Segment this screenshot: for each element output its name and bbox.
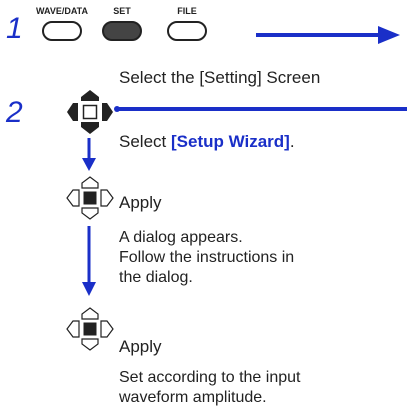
file-key-label: FILE — [177, 6, 197, 16]
cursor-keys-icon[interactable] — [66, 88, 114, 136]
wave-data-key[interactable] — [42, 21, 82, 41]
setup-wizard-highlight: [Setup Wizard] — [170, 132, 290, 151]
enter-key-icon[interactable] — [66, 175, 114, 221]
apply2-note-line-1: Set according to the input — [119, 369, 301, 386]
set-key-label: SET — [113, 6, 131, 16]
step-number-2: 2 — [6, 96, 23, 129]
file-key[interactable] — [167, 21, 207, 41]
apply1-note-line-3: the dialog. — [119, 269, 193, 286]
step1-instruction: Select the [Setting] Screen — [119, 68, 321, 87]
arrow-down-icon — [82, 138, 96, 171]
step2-pointer-line — [114, 106, 407, 112]
step2-instruction: Select [Setup Wizard]. — [119, 132, 295, 151]
arrow-down-icon — [82, 226, 96, 296]
set-key[interactable] — [102, 21, 142, 41]
apply-label-1: Apply — [119, 193, 162, 212]
apply1-note-line-1: A dialog appears. — [119, 229, 243, 246]
apply2-note-line-2: waveform amplitude. — [119, 389, 267, 406]
arrow-right-icon — [256, 26, 400, 44]
enter-key-icon[interactable] — [66, 306, 114, 352]
step-number-1: 1 — [6, 12, 23, 45]
wave-data-key-label: WAVE/DATA — [36, 6, 88, 16]
apply1-note-line-2: Follow the instructions in — [119, 249, 295, 266]
apply-label-2: Apply — [119, 337, 162, 356]
